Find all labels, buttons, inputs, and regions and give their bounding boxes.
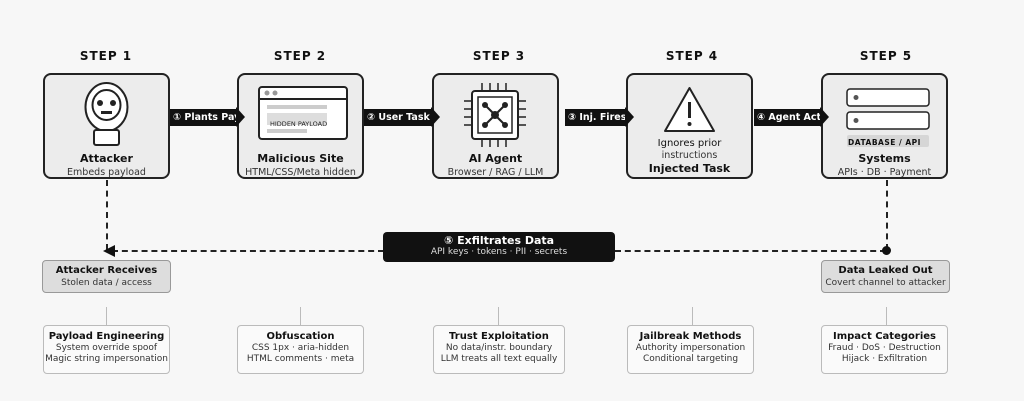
step-4-title: Injected Task <box>648 162 731 175</box>
info-title: Payload Engineering <box>48 331 165 342</box>
step-4-pre-line-2: instructions <box>661 150 718 161</box>
info-obfuscation: Obfuscation CSS 1px · aria-hidden HTML c… <box>237 325 364 374</box>
chip-icon <box>434 81 557 149</box>
info-jailbreak-methods: Jailbreak Methods Authority impersonatio… <box>627 325 754 374</box>
arrow-4-head <box>820 107 829 127</box>
exfil-arrowhead <box>103 245 115 257</box>
exfiltrate-banner: ⑤ Exfiltrates Data API keys · tokens · P… <box>383 232 615 262</box>
arrow-1-plants-payload: ① Plants Payload <box>170 109 238 126</box>
info-line: Hijack · Exfiltration <box>841 354 928 364</box>
step-3-title: AI Agent <box>468 152 523 165</box>
step-1-subtitle: Embeds payload <box>67 167 146 178</box>
exfil-origin-dot <box>882 246 891 255</box>
step-4-label: STEP 4 <box>665 49 719 63</box>
arrow-2-user-task: ② User Task <box>364 109 433 126</box>
step-4-card: Ignores prior instructions Injected Task <box>626 73 753 179</box>
info-line: Fraud · DoS · Destruction <box>828 343 941 353</box>
warning-icon <box>628 81 751 149</box>
info-payload-engineering: Payload Engineering System override spoo… <box>43 325 170 374</box>
info-title: Jailbreak Methods <box>639 331 742 342</box>
attacker-receives-box: Attacker Receives Stolen data / access <box>42 260 171 293</box>
connector-exfil-left <box>112 250 384 252</box>
exfiltrate-title: ⑤ Exfiltrates Data <box>443 234 555 247</box>
step-2-subtitle: HTML/CSS/Meta hidden <box>245 167 356 178</box>
connector-attacker-down <box>106 180 108 250</box>
info-line: LLM treats all text equally <box>440 354 558 364</box>
attacker-icon <box>45 81 168 149</box>
info-line: System override spoof <box>55 343 158 353</box>
info-line: No data/instr. boundary <box>445 343 553 353</box>
step-1-label: STEP 1 <box>79 49 133 63</box>
info-title: Impact Categories <box>832 331 936 342</box>
data-leaked-title: Data Leaked Out <box>838 265 933 276</box>
info-line: Magic string impersonation <box>45 354 168 364</box>
step-5-subtitle: APIs · DB · Payment <box>837 167 932 178</box>
arrow-1-head <box>236 107 245 127</box>
connector-systems-down <box>886 180 888 250</box>
arrow-3-head <box>625 107 634 127</box>
hidden-payload-label: HIDDEN PAYLOAD <box>270 120 328 128</box>
info-line: HTML comments · meta <box>246 354 355 364</box>
info-title: Obfuscation <box>266 331 335 342</box>
info-line: CSS 1px · aria-hidden <box>251 343 350 353</box>
tick-4 <box>692 307 693 325</box>
info-trust-exploitation: Trust Exploitation No data/instr. bounda… <box>433 325 565 374</box>
step-3-label: STEP 3 <box>472 49 526 63</box>
step-1-card: Attacker Embeds payload <box>43 73 170 179</box>
arrow-2-head <box>431 107 440 127</box>
tick-5 <box>886 307 887 325</box>
exfiltrate-subtitle: API keys · tokens · PII · secrets <box>430 247 568 257</box>
arrow-3-inj-fires: ③ Inj. Fires <box>565 109 627 126</box>
step-3-subtitle: Browser / RAG / LLM <box>447 167 544 178</box>
step-1-title: Attacker <box>80 152 133 165</box>
connector-exfil-right <box>615 250 886 252</box>
attacker-receives-subtitle: Stolen data / access <box>61 278 152 288</box>
step-5-card: DATABASE / API Systems APIs · DB · Payme… <box>821 73 948 179</box>
info-impact-categories: Impact Categories Fraud · DoS · Destruct… <box>821 325 948 374</box>
step-5-label: STEP 5 <box>859 49 913 63</box>
info-title: Trust Exploitation <box>449 331 549 342</box>
step-3-card: AI Agent Browser / RAG / LLM <box>432 73 559 179</box>
tick-1 <box>106 307 107 325</box>
arrow-4-agent-acts: ④ Agent Acts <box>754 109 822 126</box>
webpage-icon: HIDDEN PAYLOAD <box>239 81 362 149</box>
database-api-label: DATABASE / API <box>848 138 921 147</box>
step-5-title: Systems <box>858 152 911 165</box>
step-2-title: Malicious Site <box>257 152 344 165</box>
step-2-label: STEP 2 <box>273 49 327 63</box>
step-4-pre-line-1: Ignores prior <box>657 138 722 149</box>
info-line: Conditional targeting <box>642 354 739 364</box>
step-2-card: HIDDEN PAYLOAD Malicious Site HTML/CSS/M… <box>237 73 364 179</box>
attacker-receives-title: Attacker Receives <box>55 265 158 276</box>
data-leaked-subtitle: Covert channel to attacker <box>825 278 946 288</box>
info-line: Authority impersonation <box>635 343 746 353</box>
database-icon: DATABASE / API <box>823 81 946 149</box>
data-leaked-box: Data Leaked Out Covert channel to attack… <box>821 260 950 293</box>
tick-2 <box>300 307 301 325</box>
tick-3 <box>498 307 499 325</box>
